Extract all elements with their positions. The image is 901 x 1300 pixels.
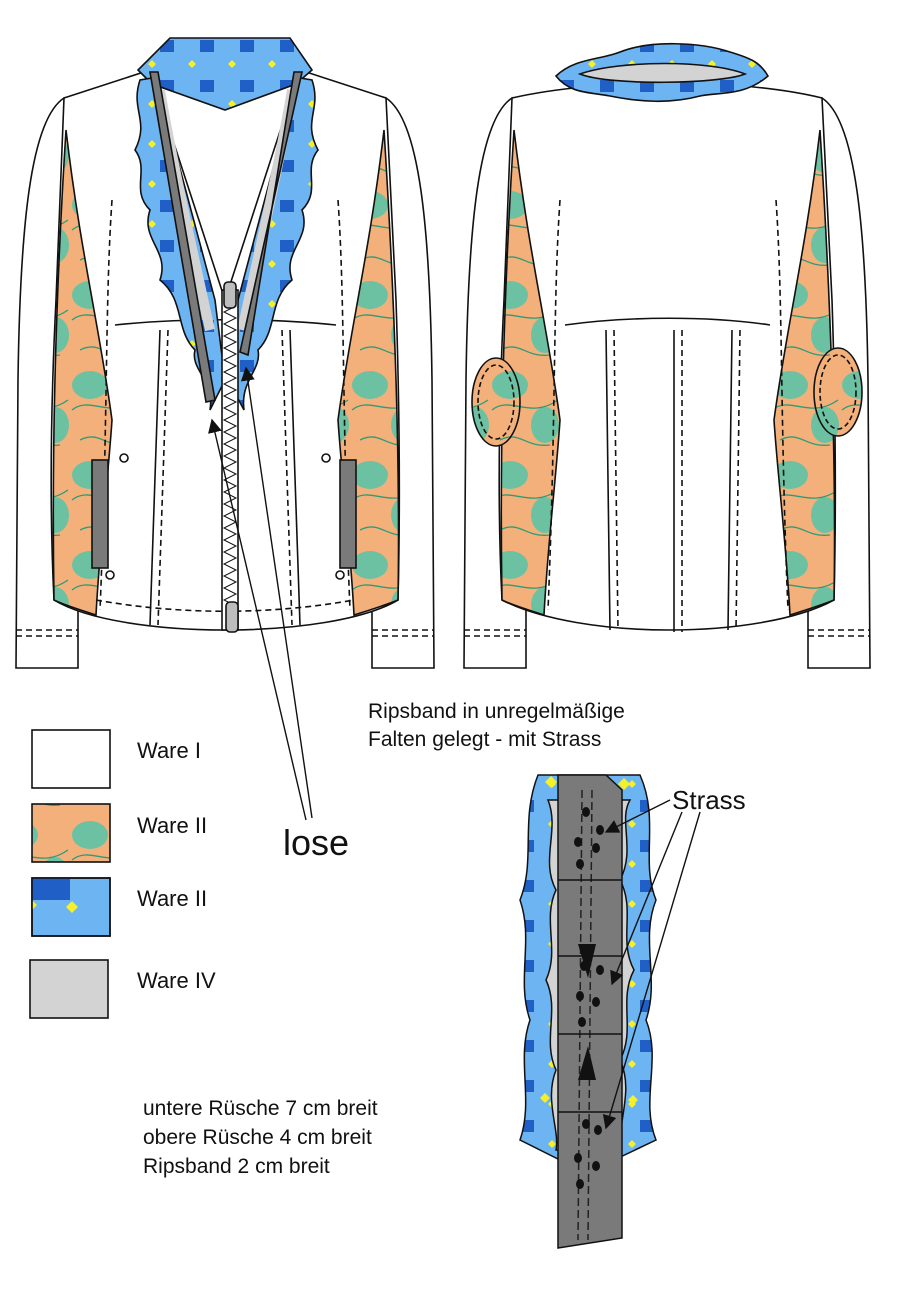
detail-direction-arrows [578,944,596,1080]
legend-label-ware-i: Ware I [137,738,201,763]
front-zipper-puller-top [223,281,237,309]
strass-pointer-lines [602,799,701,1130]
detail-yellow-dots [540,776,638,1105]
legend-label-ware-iv: Ware IV [137,968,216,993]
left-elbow-patch [471,357,521,447]
legend-label-ware-ii-blue: Ware II [137,886,208,911]
front-collar [136,37,314,111]
width-note-line-2: obere Rüsche 4 cm breit [143,1126,372,1149]
legend-swatches [29,729,111,1019]
rhinestones [574,807,604,1189]
ribbon-detail-view [519,774,657,1249]
width-note-line-1: untere Rüsche 7 cm breit [143,1097,378,1120]
jacket-front-view [15,37,435,669]
front-right-ribbon [239,71,303,357]
right-elbow-patch [813,347,863,437]
front-zipper-teeth [222,299,238,607]
front-right-pocket-welt [339,459,357,569]
legend-label-ware-ii-print: Ware II [137,813,208,838]
jacket-back-view [463,42,871,669]
legend-swatch-ware-ii-print [31,803,111,863]
legend-swatch-ware-iv [29,959,109,1019]
lose-label: lose [283,822,350,863]
front-left-pocket-welt [91,459,109,569]
width-note-line-3: Ripsband 2 cm breit [143,1155,330,1178]
front-zipper-puller-bottom [225,601,239,633]
strass-label: Strass [672,785,746,815]
front-left-ribbon [149,71,216,403]
ripsband-note-line-1: Ripsband in unregelmäßige [368,700,625,723]
legend-swatch-ware-i [31,729,111,789]
ripsband-note-line-2: Falten gelegt - mit Strass [368,728,602,751]
lose-pointer-lines [208,366,313,821]
